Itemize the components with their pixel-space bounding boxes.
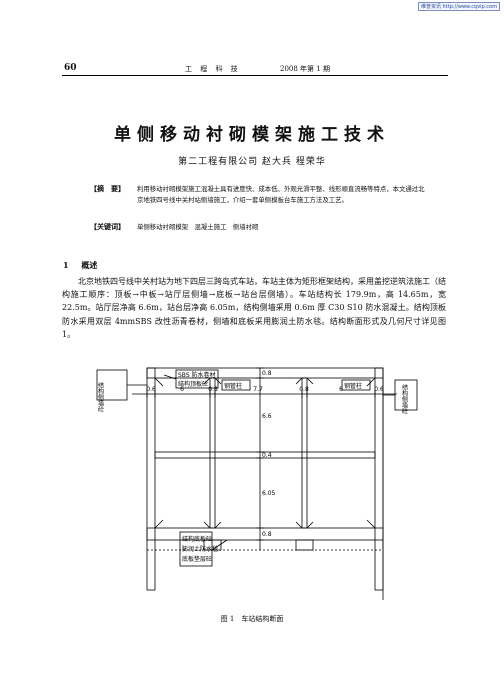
abstract-label: 【摘 要】 [90,184,125,193]
left-wall [146,367,156,591]
top-callout-1: SBS 防水卷材 [178,371,216,379]
bottom-callout-2: 膨润土防水毯 [182,545,218,553]
vdim-0: 0.8 [262,370,272,377]
hdim-2: 0.8 [208,386,218,393]
vdim-4: 0.8 [262,531,272,538]
page-number: 60 [64,63,77,73]
top-callout-2: 结构顶板砼 [178,380,208,388]
bottom-callout-1: 结构底板砼 [182,535,212,543]
figure-caption: 图 1 车站结构断面 [220,615,284,623]
pipe-column-right [301,377,308,529]
station-cross-section-figure: SBS 防水卷材 结构顶板砼 钢管柱 钢管柱 结构底板砼 膨润土防水毯 底板垫层… [97,367,418,600]
keywords-label: 【关键词】 [90,222,125,231]
vdim-3: 6.05 [262,490,276,497]
right-wall [374,367,384,591]
watermark: 维普资讯 http://www.cqvip.com [417,2,500,11]
abstract-text: 利用移动衬砌模架施工混凝土具有进度快、成本低、外观光滑平整、线形顺直流畅等特点，… [137,185,425,204]
hdim-3: 7.7 [253,386,263,393]
section-number: 1 [63,260,69,270]
hdim-1: 6 [180,386,184,393]
journal-issue: 2008 年第 1 期 [280,65,330,73]
body-paragraph: 北京地铁四号线中关村站为地下四层三跨岛式车站，车站主体为矩形框架结构，采用盖挖逆… [62,277,446,339]
body-text: 北京地铁四号线中关村站为地下四层三跨岛式车站，车站主体为矩形框架结构，采用盖挖逆… [62,275,446,341]
vdim-1: 6.6 [262,413,272,420]
pipe-column-left [209,377,216,529]
article-authors: 第二工程有限公司 赵大兵 程荣华 [178,157,326,167]
bottom-callout-3: 底板垫层砼 [182,555,212,563]
middle-slab [154,451,376,459]
section-heading: 1 概述 [63,260,97,271]
journal-name: 工 程 科 技 [185,65,241,73]
right-wall-label: 结构侧墙砼 [401,383,408,414]
keywords-text: 单侧移动衬砌模架 混凝土施工 侧墙衬砌 [137,223,259,231]
hdim-6: 0.6 [374,386,384,393]
header-rule [62,75,448,76]
section-title: 概述 [81,260,98,270]
pipe-column-left-label: 钢管柱 [224,382,242,390]
hdim-0: 0.6 [146,386,156,393]
article-title: 单侧移动衬砌模架施工技术 [114,125,390,145]
left-wall-label: 结构侧墙砼 [97,381,104,412]
pipe-column-right-label: 钢管柱 [344,382,362,390]
vdim-2: 0.4 [262,452,272,459]
hdim-4: 0.8 [299,386,309,393]
hdim-5: 6 [339,386,343,393]
